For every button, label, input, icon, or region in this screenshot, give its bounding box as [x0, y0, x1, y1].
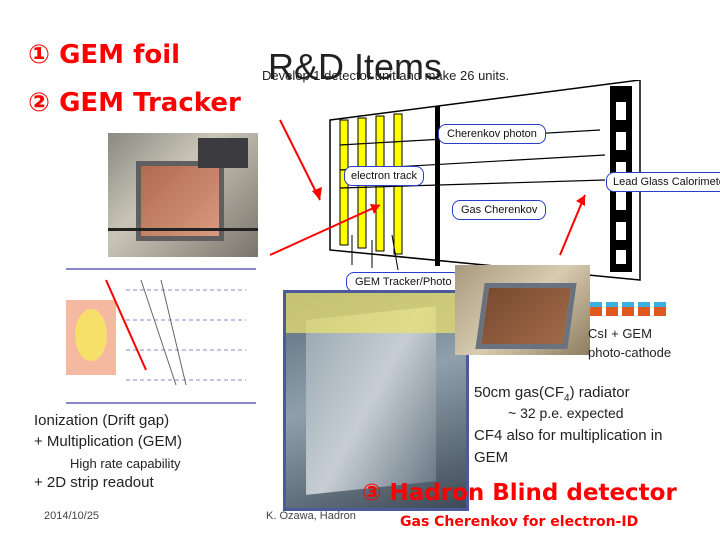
label-gas-cherenkov: Gas Cherenkov	[452, 200, 547, 220]
csi-label-line1: CsI + GEM	[588, 326, 652, 341]
item-gem-foil: ① GEM foil	[28, 40, 181, 70]
hbd-photo	[283, 290, 469, 511]
csi-tiles	[590, 302, 666, 316]
label-lead-glass: Lead Glass Calorimeter	[606, 172, 720, 192]
footer-date: 2014/10/25	[44, 510, 100, 522]
multiplication-text: + Multiplication (GEM)	[34, 433, 182, 450]
item-gem-tracker: ② GEM Tracker	[28, 88, 241, 118]
gem-tracker-photo	[108, 133, 258, 257]
radiator-text-pre: 50cm gas(CF	[474, 384, 565, 401]
csi-gem-photo	[455, 265, 590, 355]
label-electron-track: electron track	[344, 166, 425, 186]
label-gem-tracker: GEM Tracker/Photo	[346, 272, 461, 292]
gem-text: GEM	[474, 449, 509, 466]
slide-title: R&D Items	[268, 46, 443, 87]
radiator-text-post: ) radiator	[569, 384, 630, 401]
high-rate-text: High rate capability	[70, 456, 181, 471]
radiator-text-sub: 4	[564, 393, 570, 404]
strip-readout-text: + 2D strip readout	[34, 474, 154, 491]
csi-label-line2: photo-cathode	[588, 345, 672, 360]
item-hadron-blind: ③ Hadron Blind detector	[362, 480, 677, 506]
footer-author: K. Ozawa, Hadron	[266, 510, 356, 522]
radiator-text: 50cm gas(CF4) radiator	[474, 384, 630, 404]
ionization-text: Ionization (Drift gap)	[34, 412, 170, 429]
slide-subtitle: Develop 1 detector unit and make 26 unit…	[262, 68, 510, 83]
item-hadron-blind-sub: Gas Cherenkov for electron-ID	[400, 514, 639, 530]
cf4-text: CF4 also for multiplication in	[474, 427, 663, 444]
label-cherenkov-photon: Cherenkov photon	[438, 124, 546, 144]
pe-expected-text: ~ 32 p.e. expected	[508, 405, 624, 421]
gem-field-diagram	[66, 268, 256, 404]
